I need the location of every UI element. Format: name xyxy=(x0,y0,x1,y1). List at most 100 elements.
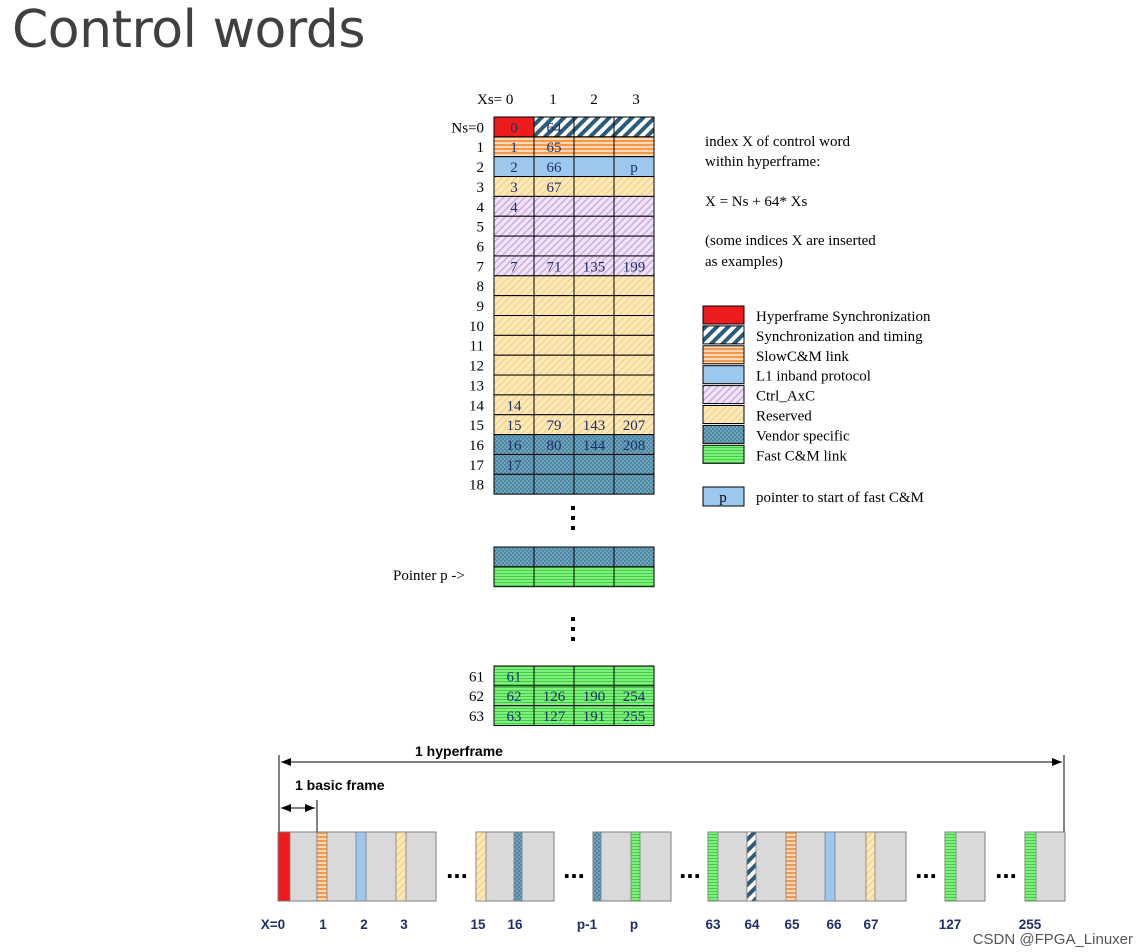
row-10-cell-2 xyxy=(573,315,615,336)
row-11-cell-2 xyxy=(573,334,615,356)
row-3-value-1: 67 xyxy=(547,180,563,196)
bottom-row-0-cell-3 xyxy=(613,665,655,687)
row-13-cell-2 xyxy=(573,374,615,396)
timeline-mark-res xyxy=(865,831,876,902)
note-index-line1: index X of control word xyxy=(705,134,850,150)
row-14-label: 14 xyxy=(469,398,485,414)
pointer-row-1-cell-1 xyxy=(533,566,575,588)
timeline-label-11: 66 xyxy=(826,917,842,932)
row-3-label: 3 xyxy=(477,180,485,196)
row-18-label: 18 xyxy=(469,478,484,494)
timeline-label-1: 1 xyxy=(319,917,327,932)
legend-swatch-hyper xyxy=(702,305,745,325)
bottom-row-0-label: 61 xyxy=(469,669,484,685)
row-3-value-0: 3 xyxy=(510,180,518,196)
legend-label-res: Reserved xyxy=(756,409,812,425)
legend-label-slow: SlowC&M link xyxy=(756,349,849,365)
row-15-value-2: 143 xyxy=(583,418,606,434)
row-4-cell-3 xyxy=(613,195,655,217)
timeline-label-10: 65 xyxy=(784,917,800,932)
row-14-cell-1 xyxy=(533,394,575,416)
timeline-group-3 xyxy=(707,831,907,902)
vertical-ellipsis-1 xyxy=(571,506,575,530)
row-17-value-0: 17 xyxy=(507,458,523,474)
hyperframe-label: 1 hyperframe xyxy=(415,743,503,759)
row-14-cell-2 xyxy=(573,394,615,416)
legend-swatch-vend xyxy=(702,424,745,444)
row-10-label: 10 xyxy=(469,319,484,335)
row-10-cell-1 xyxy=(533,315,575,336)
legend-label-hyper: Hyperframe Synchronization xyxy=(756,309,931,325)
row-10-cell-3 xyxy=(613,315,655,336)
row-18-cell-1 xyxy=(533,473,575,495)
row-3-cell-2 xyxy=(573,176,615,197)
row-1-value-0: 1 xyxy=(510,140,518,156)
timeline-mark-fast xyxy=(1024,831,1037,902)
row-8-cell-2 xyxy=(573,275,615,297)
row-0-label: Ns=0 xyxy=(451,120,484,136)
row-18-cell-3 xyxy=(613,473,655,495)
legend-swatch-sync xyxy=(702,325,745,345)
row-8-cell-3 xyxy=(613,275,655,297)
row-13-cell-0 xyxy=(493,374,535,396)
bottom-row-2-label: 63 xyxy=(469,709,484,725)
timeline-mark-hyper xyxy=(277,831,291,902)
row-11-cell-0 xyxy=(493,334,535,356)
timeline-label-9: 64 xyxy=(744,917,760,932)
row-13-cell-1 xyxy=(533,374,575,396)
legend-label-ctrl: Ctrl_AxC xyxy=(756,389,815,405)
legend-label-vend: Vendor specific xyxy=(756,428,850,444)
bottom-row-0-cell-1 xyxy=(533,665,575,687)
pointer-row-0-cell-3 xyxy=(613,546,655,568)
pointer-p-label: Pointer p -> xyxy=(393,568,465,584)
note-formula: X = Ns + 64* Xs xyxy=(705,194,808,210)
row-3-cell-3 xyxy=(613,176,655,197)
legend-swatch-res xyxy=(702,405,745,424)
timeline-mark-slow xyxy=(785,831,797,902)
row-12-cell-3 xyxy=(613,354,655,376)
row-13-cell-3 xyxy=(613,374,655,396)
row-10-cell-0 xyxy=(493,315,535,336)
timeline-ellipsis: ... xyxy=(446,854,468,884)
row-2-value-3: p xyxy=(630,160,638,176)
row-7-value-1: 71 xyxy=(547,259,562,275)
row-8-cell-0 xyxy=(493,275,535,297)
timeline-mark-sync xyxy=(746,831,757,902)
row-11-label: 11 xyxy=(470,339,484,355)
bottom-row-1-value-0: 62 xyxy=(507,689,522,705)
row-9-label: 9 xyxy=(477,299,485,315)
timeline-label-8: 63 xyxy=(705,917,721,932)
row-18-cell-0 xyxy=(493,473,535,495)
row-7-label: 7 xyxy=(477,259,485,275)
row-9-cell-0 xyxy=(493,295,535,316)
row-15-label: 15 xyxy=(469,418,484,434)
row-15-value-1: 79 xyxy=(547,418,562,434)
timeline-label-13: 127 xyxy=(939,917,962,932)
row-12-cell-1 xyxy=(533,354,575,376)
pointer-row-1-cell-2 xyxy=(573,566,615,588)
bottom-row-1-value-2: 190 xyxy=(583,689,606,705)
col-label-3: 3 xyxy=(632,92,640,108)
row-7-value-0: 7 xyxy=(510,259,518,275)
row-4-label: 4 xyxy=(477,200,485,216)
bottom-row-2-value-3: 255 xyxy=(623,709,646,725)
pointer-row-0-cell-0 xyxy=(493,546,535,568)
pointer-legend-symbol: p xyxy=(719,490,727,506)
row-0-value-1: 64 xyxy=(547,120,563,136)
row-17-cell-3 xyxy=(613,453,655,475)
row-1-cell-3 xyxy=(613,136,655,158)
row-5-cell-2 xyxy=(573,215,615,237)
pointer-rows xyxy=(493,546,655,588)
pointer-row-1-cell-3 xyxy=(613,566,655,588)
row-0-cell-2 xyxy=(573,116,615,138)
row-4-value-0: 4 xyxy=(510,200,518,216)
row-2-value-1: 66 xyxy=(547,160,563,176)
legend-swatch-ctrl xyxy=(702,385,745,405)
row-1-cell-2 xyxy=(573,136,615,158)
row-16-value-2: 144 xyxy=(583,438,606,454)
note-examples-line2: as examples) xyxy=(705,254,783,270)
timeline-label-12: 67 xyxy=(863,917,878,932)
row-9-cell-2 xyxy=(573,295,615,316)
row-8-cell-1 xyxy=(533,275,575,297)
